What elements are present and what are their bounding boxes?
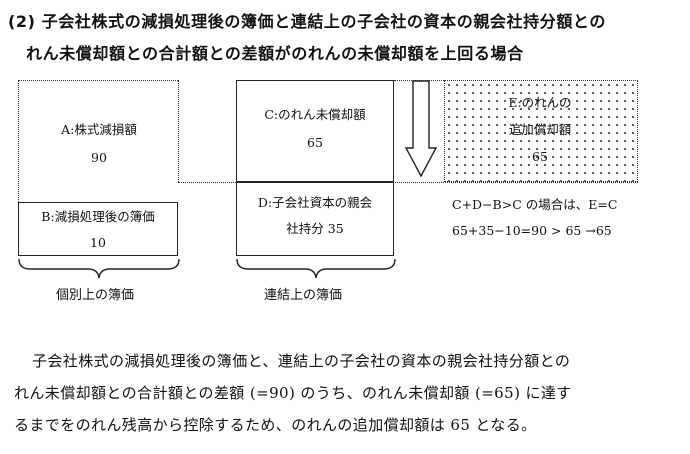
box-a-impairment: A:株式減損額 90	[18, 80, 178, 202]
formula-line2: 65+35−10=90 > 65 →65	[452, 223, 612, 238]
caption-consolidated-book-value: 連結上の簿価	[264, 288, 343, 303]
box-b-book-value: B:減損処理後の簿価 10	[18, 202, 178, 256]
explanation-line1: 子会社株式の減損処理後の簿価と、連結上の子会社の資本の親会社持分額との	[32, 352, 571, 370]
caption-individual-book-value: 個別上の簿価	[56, 288, 135, 303]
brace-right-icon	[236, 258, 396, 279]
explanation-line2: れん未償却額との合計額との差額 (=90) のうち、のれん未償却額 (=65) …	[14, 384, 572, 402]
box-b-value: 10	[90, 235, 106, 250]
box-e-value: 65	[532, 149, 548, 164]
dotted-right-edge-a	[178, 80, 179, 182]
formula-line1: C+D−B>C の場合は、E=C	[452, 197, 618, 212]
dotted-top-line-left	[18, 80, 178, 81]
box-d-parent-equity-share: D:子会社資本の親会 社持分 35	[236, 182, 394, 256]
section-heading-line2: れん未償却額との合計額との差額がのれんの未償却額を上回る場合	[26, 44, 524, 63]
box-a-label: A:株式減損額	[61, 122, 137, 137]
box-e-label-line1: E:のれんの	[508, 95, 572, 110]
brace-left-icon	[18, 258, 180, 279]
section-heading-line1: (2) 子会社株式の減損処理後の簿価と連結上の子会社の資本の親会社持分額との	[8, 12, 606, 31]
goodwill-diagram: A:株式減損額 90 B:減損処理後の簿価 10 C:のれん未償却額 65 D:…	[18, 80, 638, 303]
explanation-line3: るまでをのれん残高から控除するため、のれんの追加償却額は 65 となる。	[14, 416, 537, 434]
box-b-label: B:減損処理後の簿価	[41, 209, 155, 224]
box-e-label-line2: 追加償却額	[508, 122, 572, 137]
box-a-value: 90	[91, 150, 107, 165]
box-c-goodwill-unamortized: C:のれん未償却額 65	[236, 80, 394, 182]
dotted-mid-line	[178, 182, 638, 183]
down-arrow-icon	[404, 80, 438, 178]
box-d-label-line1: D:子会社資本の親会	[257, 195, 373, 210]
box-c-label: C:のれん未償却額	[264, 107, 366, 122]
box-c-value: 65	[307, 135, 323, 150]
box-d-label-line2: 社持分 35	[286, 221, 344, 236]
box-e-additional-amortization: E:のれんの 追加償却額 65	[444, 80, 638, 182]
